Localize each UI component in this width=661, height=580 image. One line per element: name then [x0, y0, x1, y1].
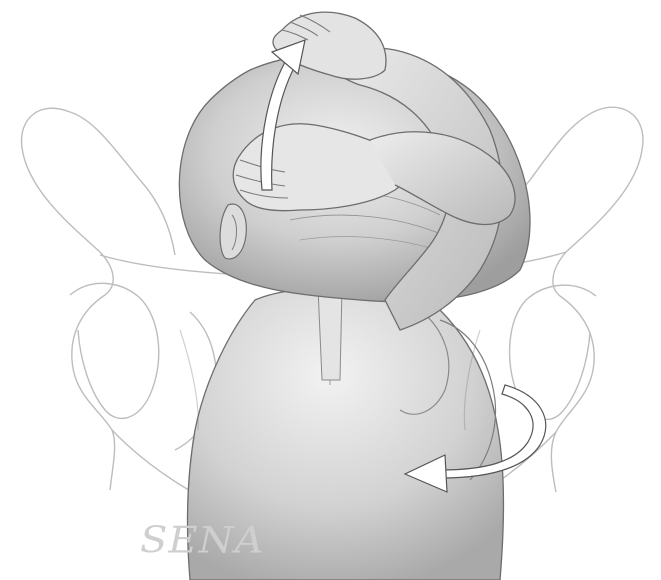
fetal-body [188, 285, 504, 580]
